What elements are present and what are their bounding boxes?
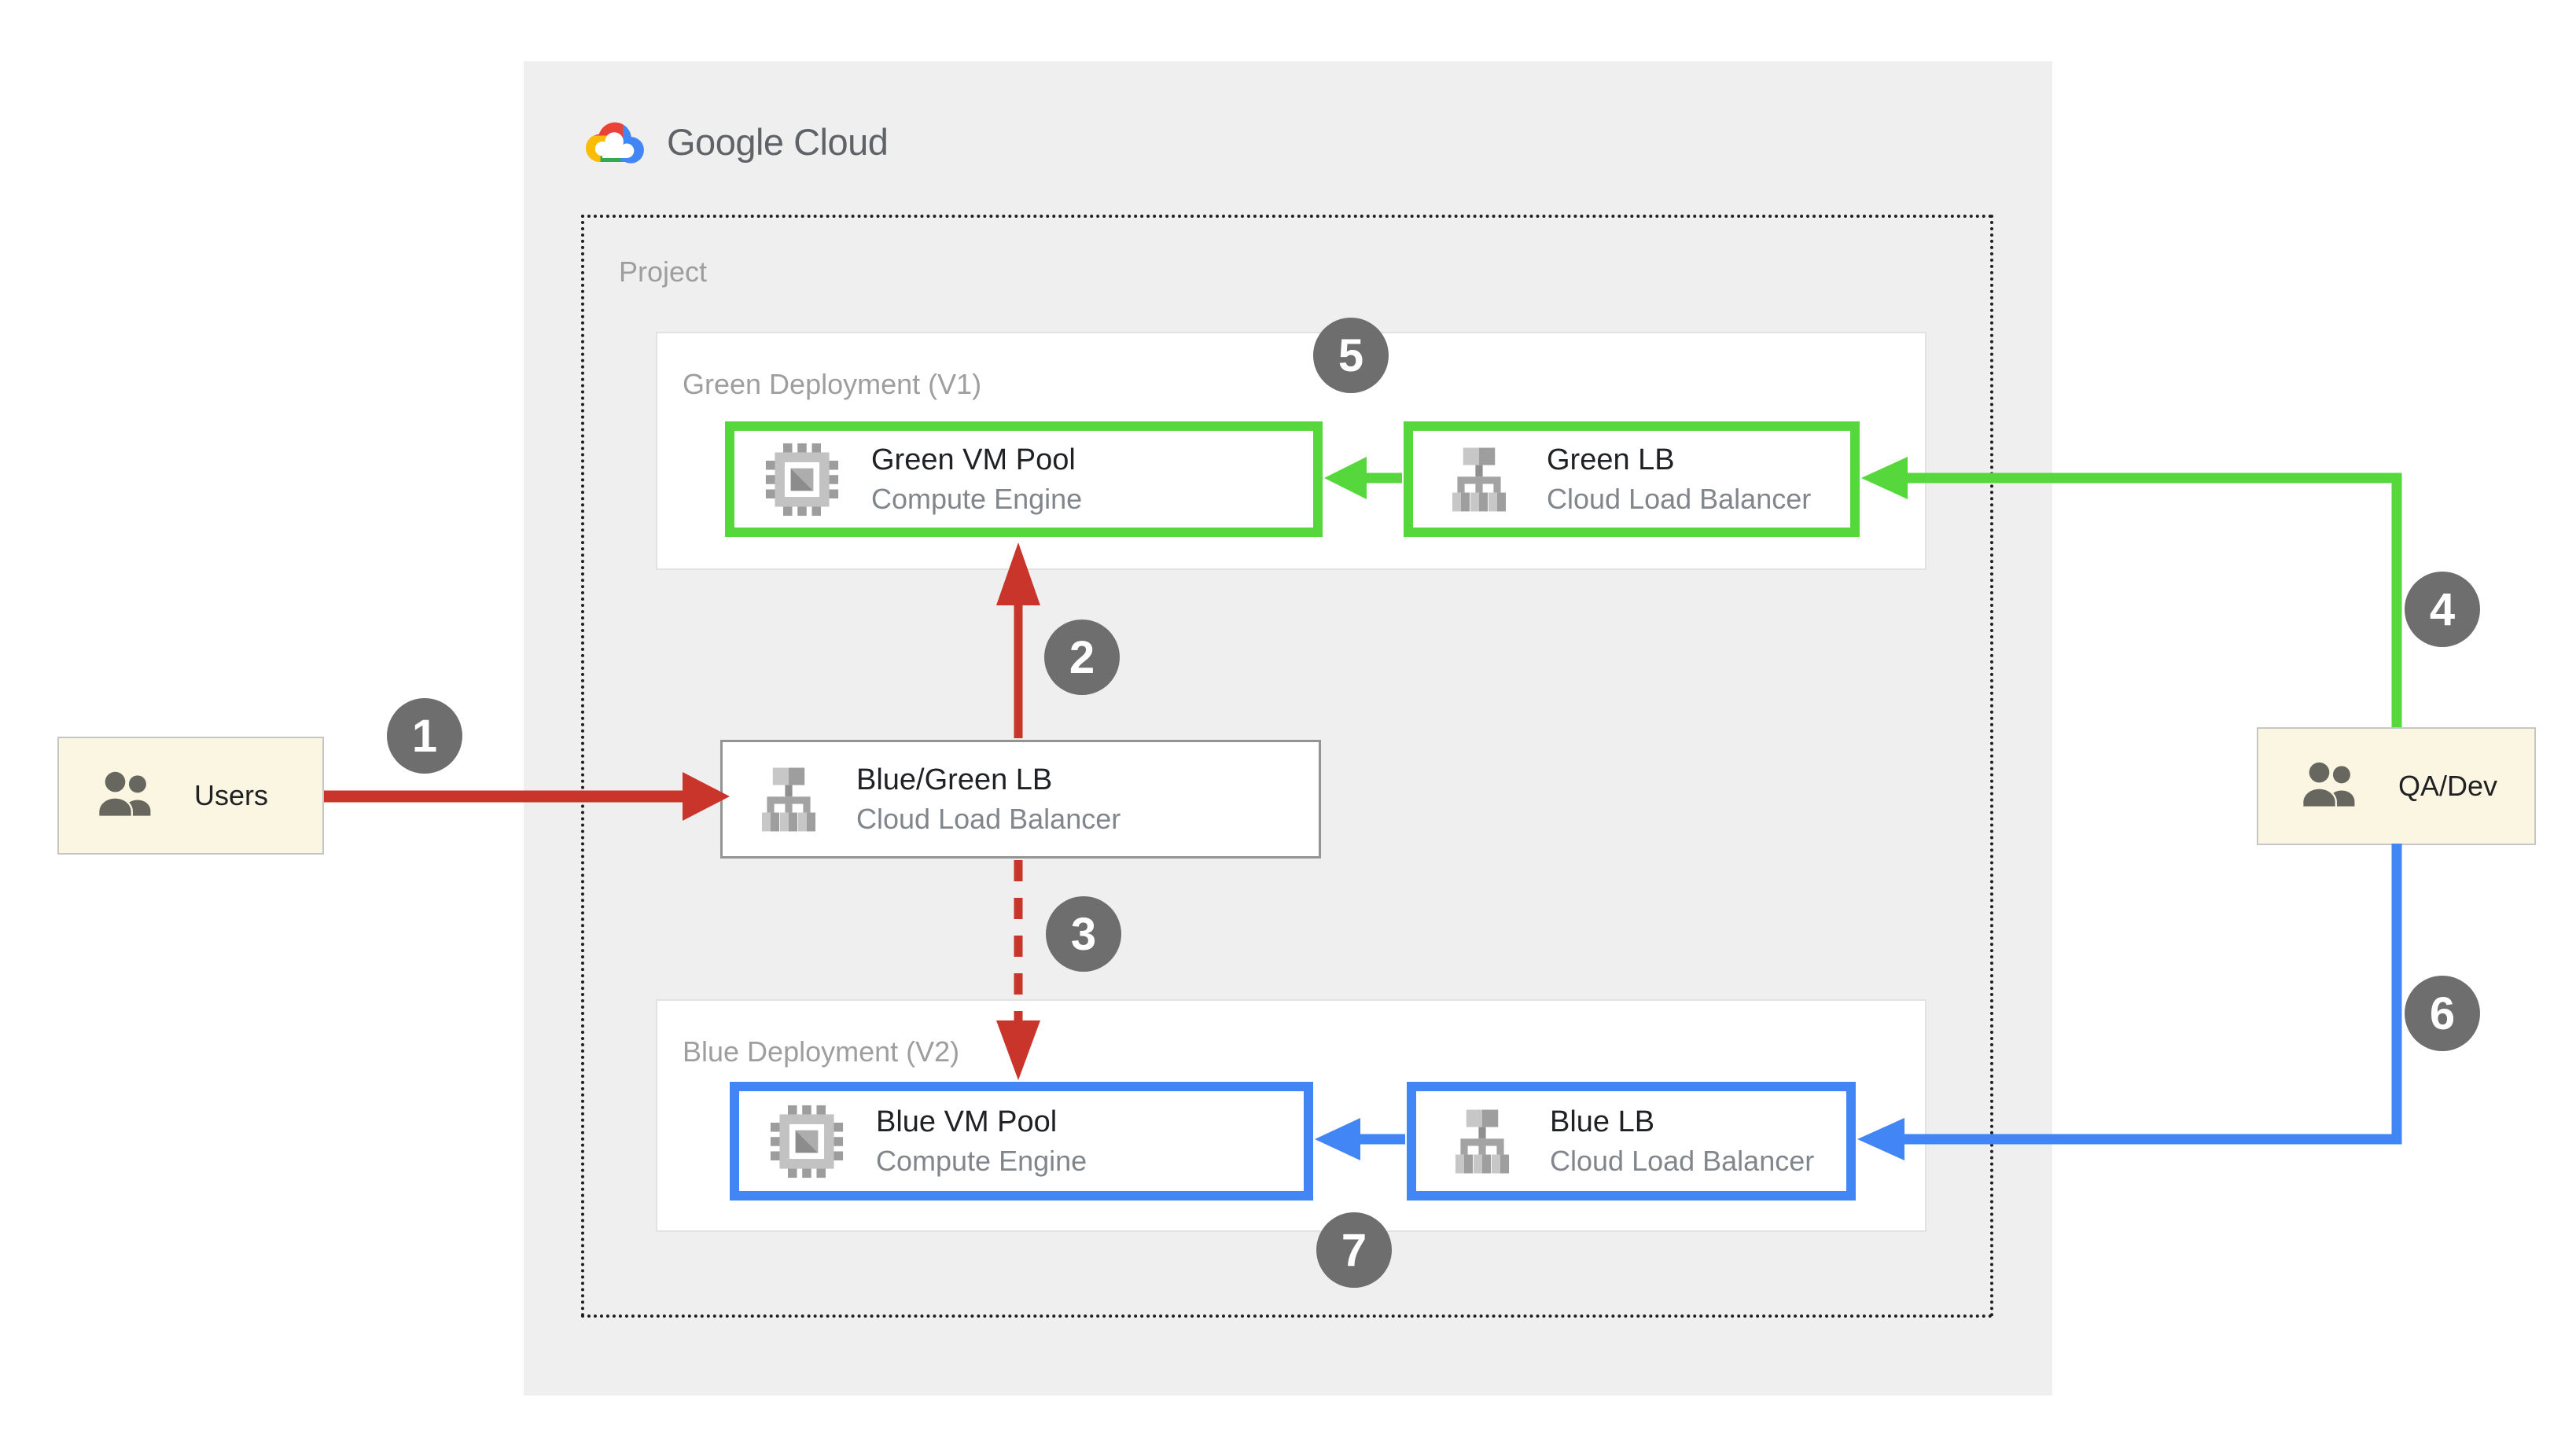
green-lb-subtitle: Cloud Load Balancer <box>1547 482 1812 515</box>
qa-dev-label: QA/Dev <box>2398 770 2498 802</box>
blue-green-lb-node: Blue/Green LB Cloud Load Balancer <box>720 740 1321 859</box>
green-lb-title: Green LB <box>1547 443 1675 476</box>
green-lb-node: Green LB Cloud Load Balancer <box>1404 421 1860 537</box>
project-boundary: Project <box>581 215 1993 1318</box>
step-badge-6: 6 <box>2405 976 2480 1051</box>
project-label: Project <box>619 256 708 288</box>
blue-lb-title: Blue LB <box>1550 1105 1655 1138</box>
users-icon <box>2302 760 2355 808</box>
step-badge-5: 5 <box>1313 318 1389 393</box>
blue-green-lb-title: Blue/Green LB <box>856 763 1053 796</box>
step-badge-7: 7 <box>1316 1212 1392 1288</box>
blue-vm-pool-subtitle: Compute Engine <box>876 1144 1087 1177</box>
blue-deployment-label: Blue Deployment (V2) <box>683 1035 960 1068</box>
step-badge-4: 4 <box>2405 572 2480 647</box>
step-badge-3: 3 <box>1046 896 1121 972</box>
blue-lb-subtitle: Cloud Load Balancer <box>1550 1144 1815 1177</box>
blue-vm-pool-node: Blue VM Pool Compute Engine <box>730 1082 1313 1201</box>
qa-dev-box: QA/Dev <box>2257 727 2536 845</box>
blue-vm-pool-title: Blue VM Pool <box>876 1105 1058 1138</box>
green-deployment-label: Green Deployment (V1) <box>683 368 982 400</box>
compute-engine-icon <box>765 443 839 516</box>
blue-green-lb-subtitle: Cloud Load Balancer <box>856 802 1121 835</box>
users-label: Users <box>194 779 269 811</box>
blue-lb-node: Blue LB Cloud Load Balancer <box>1407 1082 1856 1201</box>
google-cloud-logo-text: Google Cloud <box>667 120 889 163</box>
green-vm-pool-subtitle: Compute Engine <box>871 482 1083 515</box>
compute-engine-icon <box>770 1105 844 1178</box>
google-cloud-logo-icon <box>586 122 644 164</box>
load-balancer-icon <box>761 767 816 831</box>
users-icon <box>98 770 151 818</box>
load-balancer-icon <box>1455 1109 1510 1173</box>
step-badge-1: 1 <box>387 698 462 774</box>
step-badge-2: 2 <box>1044 620 1120 695</box>
green-vm-pool-title: Green VM Pool <box>871 443 1076 476</box>
users-box: Users <box>57 737 324 855</box>
load-balancer-icon <box>1452 447 1507 511</box>
google-cloud-logo: Google Cloud <box>582 115 889 168</box>
green-vm-pool-node: Green VM Pool Compute Engine <box>725 421 1323 537</box>
